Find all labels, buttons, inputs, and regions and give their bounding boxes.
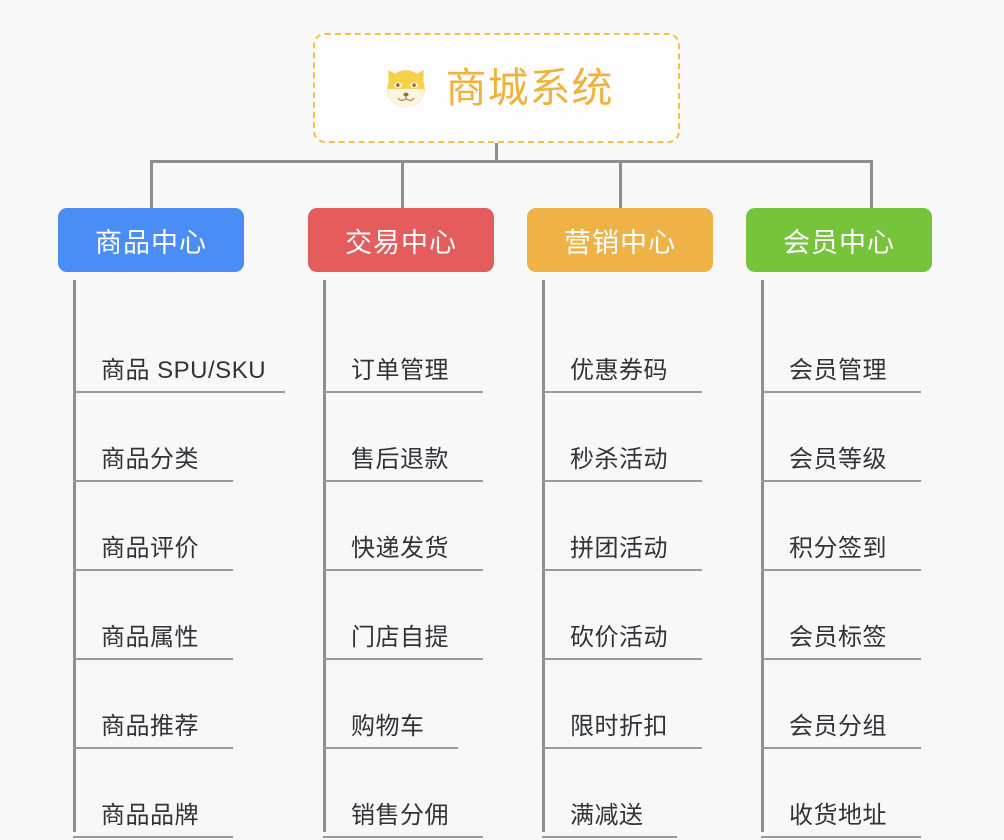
- leaf-label: 会员分组: [789, 713, 887, 741]
- list-item[interactable]: 限时折扣: [542, 660, 702, 749]
- list-item[interactable]: 门店自提: [323, 571, 483, 660]
- leaf-label: 商品评价: [101, 535, 199, 563]
- list-item[interactable]: 满减送: [542, 749, 702, 838]
- branch-spine-marketing-center: [542, 280, 545, 832]
- branch-head-label: 营销中心: [564, 227, 676, 258]
- leaf-label: 售后退款: [351, 446, 449, 474]
- list-item[interactable]: 会员管理: [761, 304, 921, 393]
- leaf-label: 积分签到: [789, 535, 887, 563]
- branch-product-center: 商品中心 商品 SPU/SKU 商品分类 商品评价 商品属性: [58, 208, 285, 838]
- branch-head-member-center[interactable]: 会员中心: [746, 208, 932, 272]
- list-item[interactable]: 积分签到: [761, 482, 921, 571]
- leaf-label: 满减送: [570, 802, 644, 830]
- list-item[interactable]: 商品评价: [73, 482, 285, 571]
- leaf-label: 快递发货: [351, 535, 449, 563]
- root-node-card[interactable]: 商城系统: [313, 33, 680, 143]
- connector-drop-product-center: [150, 160, 153, 208]
- list-item[interactable]: 销售分佣: [323, 749, 483, 838]
- branch-head-label: 会员中心: [783, 227, 895, 258]
- branch-head-label: 商品中心: [95, 227, 207, 258]
- list-item[interactable]: 优惠券码: [542, 304, 702, 393]
- branch-spine-product-center: [73, 280, 76, 832]
- branch-head-trade-center[interactable]: 交易中心: [308, 208, 494, 272]
- root-title-text: 商城系统: [445, 64, 614, 111]
- list-item[interactable]: 拼团活动: [542, 482, 702, 571]
- leaf-label: 订单管理: [351, 357, 449, 385]
- leaf-label: 商品属性: [101, 624, 199, 652]
- list-item[interactable]: 商品属性: [73, 571, 285, 660]
- branch-head-label: 交易中心: [345, 227, 457, 258]
- leaf-label: 砍价活动: [570, 624, 668, 652]
- list-item[interactable]: 商品品牌: [73, 749, 285, 838]
- list-item[interactable]: 会员等级: [761, 393, 921, 482]
- leaf-label: 优惠券码: [570, 357, 668, 385]
- branch-marketing-center: 营销中心 优惠券码 秒杀活动 拼团活动 砍价活动: [527, 208, 713, 838]
- list-item[interactable]: 会员分组: [761, 660, 921, 749]
- branch-member-center: 会员中心 会员管理 会员等级 积分签到 会员标签: [746, 208, 932, 838]
- dog-face-icon: [380, 62, 432, 114]
- list-item[interactable]: 商品推荐: [73, 660, 285, 749]
- connector-drop-trade-center: [401, 160, 404, 208]
- connector-horizontal-bus: [150, 160, 873, 163]
- leaf-label: 秒杀活动: [570, 446, 668, 474]
- connector-root-stem: [495, 143, 498, 163]
- list-item[interactable]: 收货地址: [761, 749, 921, 838]
- leaf-label: 拼团活动: [570, 535, 668, 563]
- leaf-label: 购物车: [351, 713, 425, 741]
- connector-drop-marketing-center: [619, 160, 622, 208]
- branch-head-product-center[interactable]: 商品中心: [58, 208, 244, 272]
- branch-trade-center: 交易中心 订单管理 售后退款 快递发货 门店自提: [308, 208, 494, 838]
- leaf-label: 门店自提: [351, 624, 449, 652]
- leaf-label: 销售分佣: [351, 802, 449, 830]
- list-item[interactable]: 购物车: [323, 660, 483, 749]
- list-item[interactable]: 快递发货: [323, 482, 483, 571]
- list-item[interactable]: 会员标签: [761, 571, 921, 660]
- leaf-label: 商品品牌: [101, 802, 199, 830]
- list-item[interactable]: 秒杀活动: [542, 393, 702, 482]
- leaf-label: 会员标签: [789, 624, 887, 652]
- leaf-list-product-center: 商品 SPU/SKU 商品分类 商品评价 商品属性 商品推荐: [73, 304, 285, 838]
- branch-head-marketing-center[interactable]: 营销中心: [527, 208, 713, 272]
- connector-drop-member-center: [870, 160, 873, 208]
- leaf-list-marketing-center: 优惠券码 秒杀活动 拼团活动 砍价活动 限时折扣: [542, 304, 702, 838]
- list-item[interactable]: 商品分类: [73, 393, 285, 482]
- leaf-label: 商品分类: [101, 446, 199, 474]
- leaf-label: 商品 SPU/SKU: [101, 357, 267, 385]
- list-item[interactable]: 商品 SPU/SKU: [73, 304, 285, 393]
- leaf-label: 收货地址: [789, 802, 887, 830]
- leaf-label: 商品推荐: [101, 713, 199, 741]
- leaf-label: 会员等级: [789, 446, 887, 474]
- list-item[interactable]: 售后退款: [323, 393, 483, 482]
- leaf-label: 限时折扣: [570, 713, 668, 741]
- leaf-list-trade-center: 订单管理 售后退款 快递发货 门店自提 购物车: [323, 304, 483, 838]
- list-item[interactable]: 订单管理: [323, 304, 483, 393]
- branch-spine-member-center: [761, 280, 764, 832]
- leaf-label: 会员管理: [789, 357, 887, 385]
- leaf-list-member-center: 会员管理 会员等级 积分签到 会员标签 会员分组: [761, 304, 921, 838]
- branch-spine-trade-center: [323, 280, 326, 832]
- list-item[interactable]: 砍价活动: [542, 571, 702, 660]
